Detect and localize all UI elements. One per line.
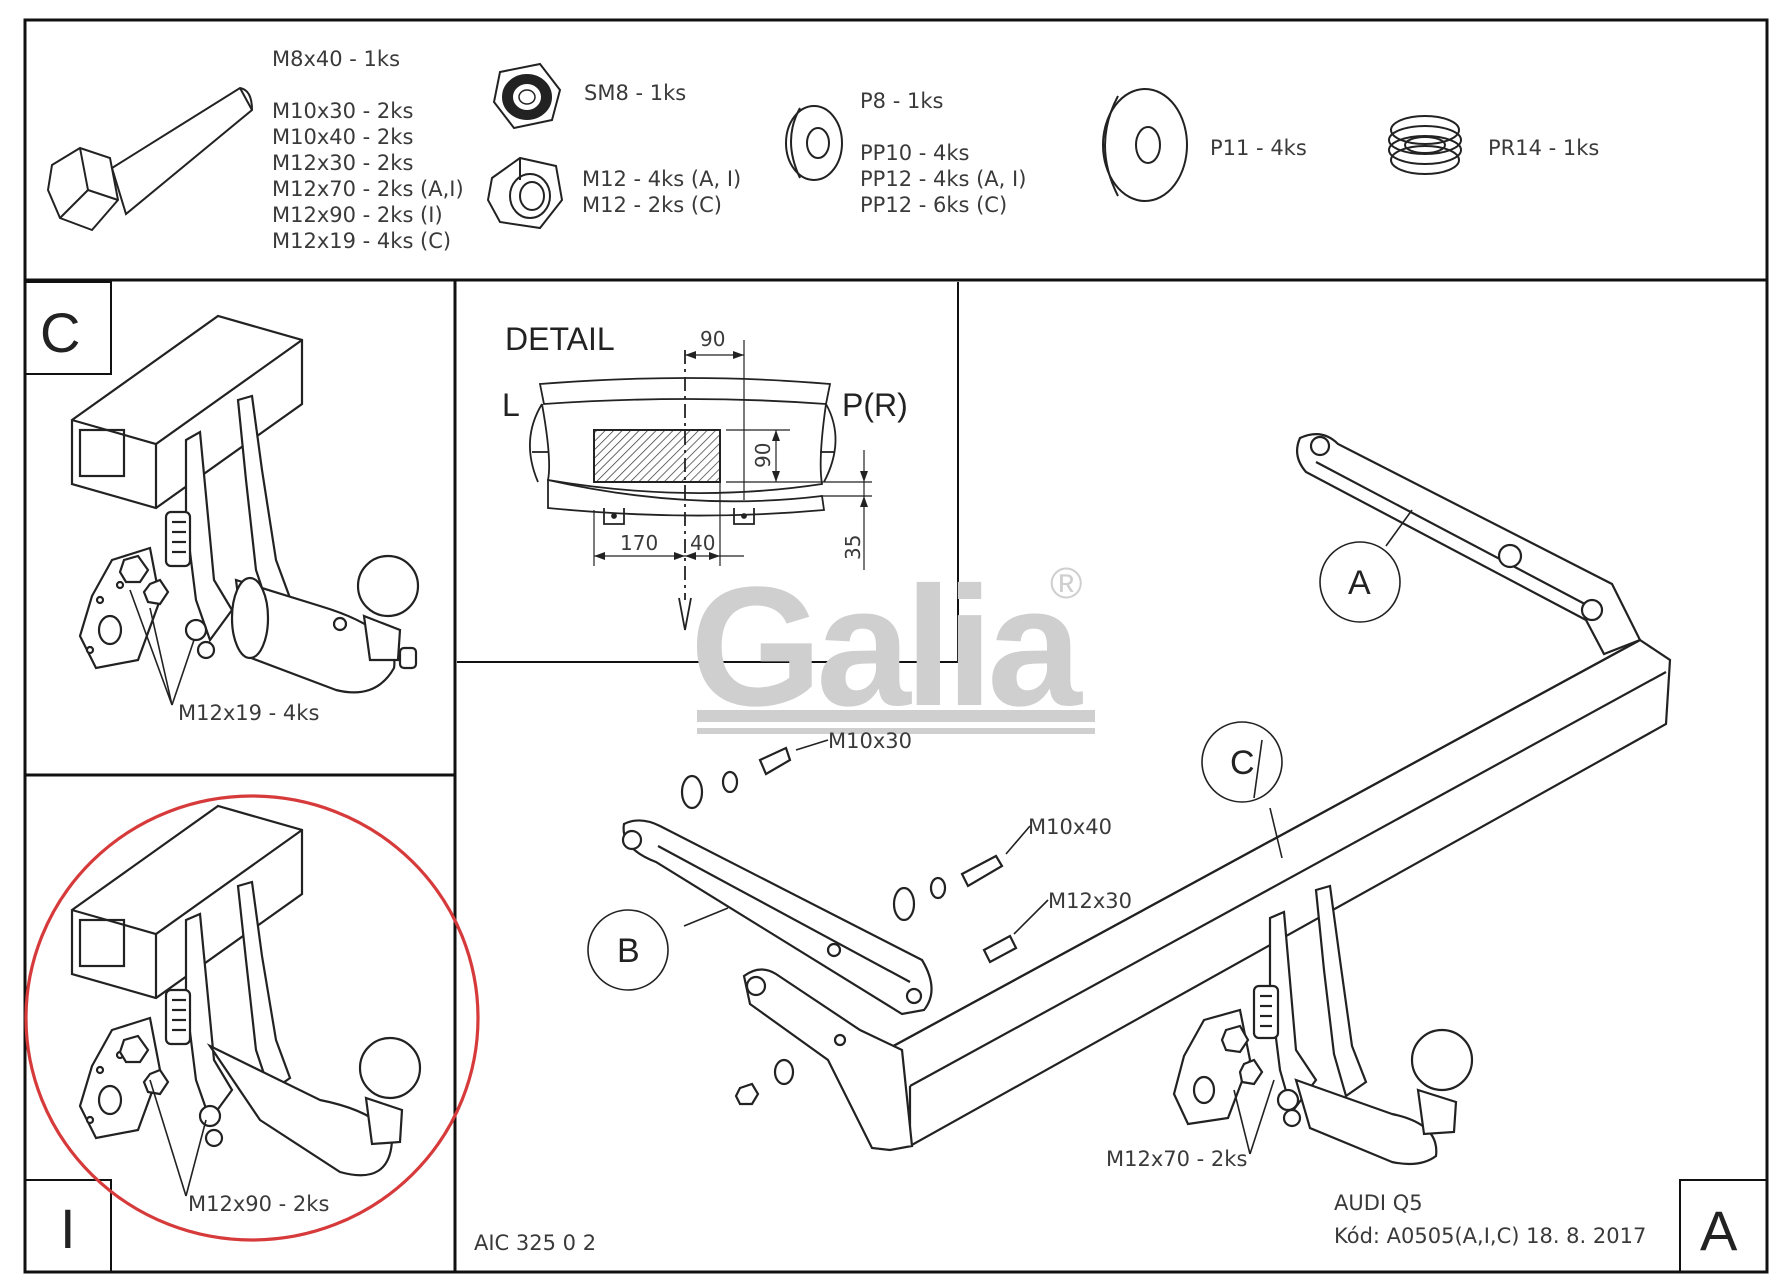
parts-strip (46, 62, 1462, 232)
main-view-letter: A (1700, 1199, 1738, 1262)
part-label-pp12-ai: PP12 - 4ks (A, I) (860, 167, 1026, 191)
detail-view (529, 340, 872, 631)
part-label-bolt-m12x19: M12x19 - 4ks (C) (272, 229, 451, 253)
part-label-pp10: PP10 - 4ks (860, 141, 969, 165)
detail-right-label: P(R) (842, 387, 908, 423)
product-code-date: Kód: A0505(A,I,C) 18. 8. 2017 (1334, 1224, 1646, 1248)
panel-i-callout: M12x90 - 2ks (188, 1192, 329, 1216)
callout-a: A (1348, 564, 1371, 602)
label-m10x30: M10x30 (828, 729, 912, 753)
detail-title: DETAIL (505, 321, 615, 357)
panel-c-letter: C (40, 301, 80, 364)
panel-c-hitch-drawing (70, 314, 420, 694)
large-washer-icon (1102, 88, 1188, 202)
part-label-p11: P11 - 4ks (1210, 136, 1307, 160)
detail-left-label: L (502, 387, 520, 423)
drawing-frame (23, 18, 1769, 1274)
part-label-bolt-m8x40: M8x40 - 1ks (272, 47, 400, 71)
main-assembly-drawing (621, 433, 1672, 1166)
detail-dim-height: 90 (751, 443, 775, 468)
panel-c-leaders (129, 589, 195, 706)
vehicle-name: AUDI Q5 (1334, 1191, 1423, 1215)
main-text: A C B M10x30 M10x40 M12x30 M12x70 - 2ks (617, 564, 1371, 1171)
part-label-bolt-m12x30: M12x30 - 2ks (272, 151, 413, 175)
hex-nut-icon (486, 156, 564, 230)
part-label-bolt-m10x40: M10x40 - 2ks (272, 125, 413, 149)
part-label-p8: P8 - 1ks (860, 89, 943, 113)
part-label-m12-nut-c: M12 - 2ks (C) (582, 193, 722, 217)
self-lock-nut-icon (492, 62, 562, 130)
part-label-sm8: SM8 - 1ks (584, 81, 686, 105)
hex-bolt-icon (46, 86, 254, 232)
panel-i-red-highlight-circle (24, 794, 480, 1242)
detail-dim-170: 170 (620, 531, 658, 555)
parts-text: M8x40 - 1ks M10x30 - 2ks M10x40 - 2ks M1… (272, 47, 1599, 253)
galia-watermark-logo: Galia ® (690, 552, 1095, 742)
part-label-pp12-c: PP12 - 6ks (C) (860, 193, 1007, 217)
part-label-bolt-m12x70: M12x70 - 2ks (A,I) (272, 177, 464, 201)
panel-i-letter: I (60, 1197, 76, 1260)
detail-dim-35: 35 (841, 535, 865, 560)
label-m12x30: M12x30 (1048, 889, 1132, 913)
part-label-bolt-m10x30: M10x30 - 2ks (272, 99, 413, 123)
main-leaders (587, 509, 1413, 1155)
svg-text:®: ® (1050, 559, 1082, 608)
label-m10x40: M10x40 (1028, 815, 1112, 839)
part-label-m12-nut-ai: M12 - 4ks (A, I) (582, 167, 741, 191)
small-washer-icon (785, 105, 843, 181)
callout-c: C (1230, 744, 1255, 782)
callout-b: B (617, 932, 640, 970)
detail-text: DETAIL L P(R) 90 90 170 40 35 (502, 321, 908, 560)
drawing-code: AIC 325 0 2 (474, 1231, 596, 1255)
label-m12x70: M12x70 - 2ks (1106, 1147, 1247, 1171)
panel-c-callout: M12x19 - 4ks (178, 701, 319, 725)
detail-dim-top: 90 (700, 327, 725, 351)
part-label-bolt-m12x90: M12x90 - 2ks (I) (272, 203, 443, 227)
panel-i-hitch-drawing (70, 804, 422, 1177)
spring-washer-icon (1388, 115, 1462, 175)
detail-dim-40: 40 (690, 531, 715, 555)
panel-i-leaders (149, 1079, 207, 1197)
part-label-pr14: PR14 - 1ks (1488, 136, 1599, 160)
